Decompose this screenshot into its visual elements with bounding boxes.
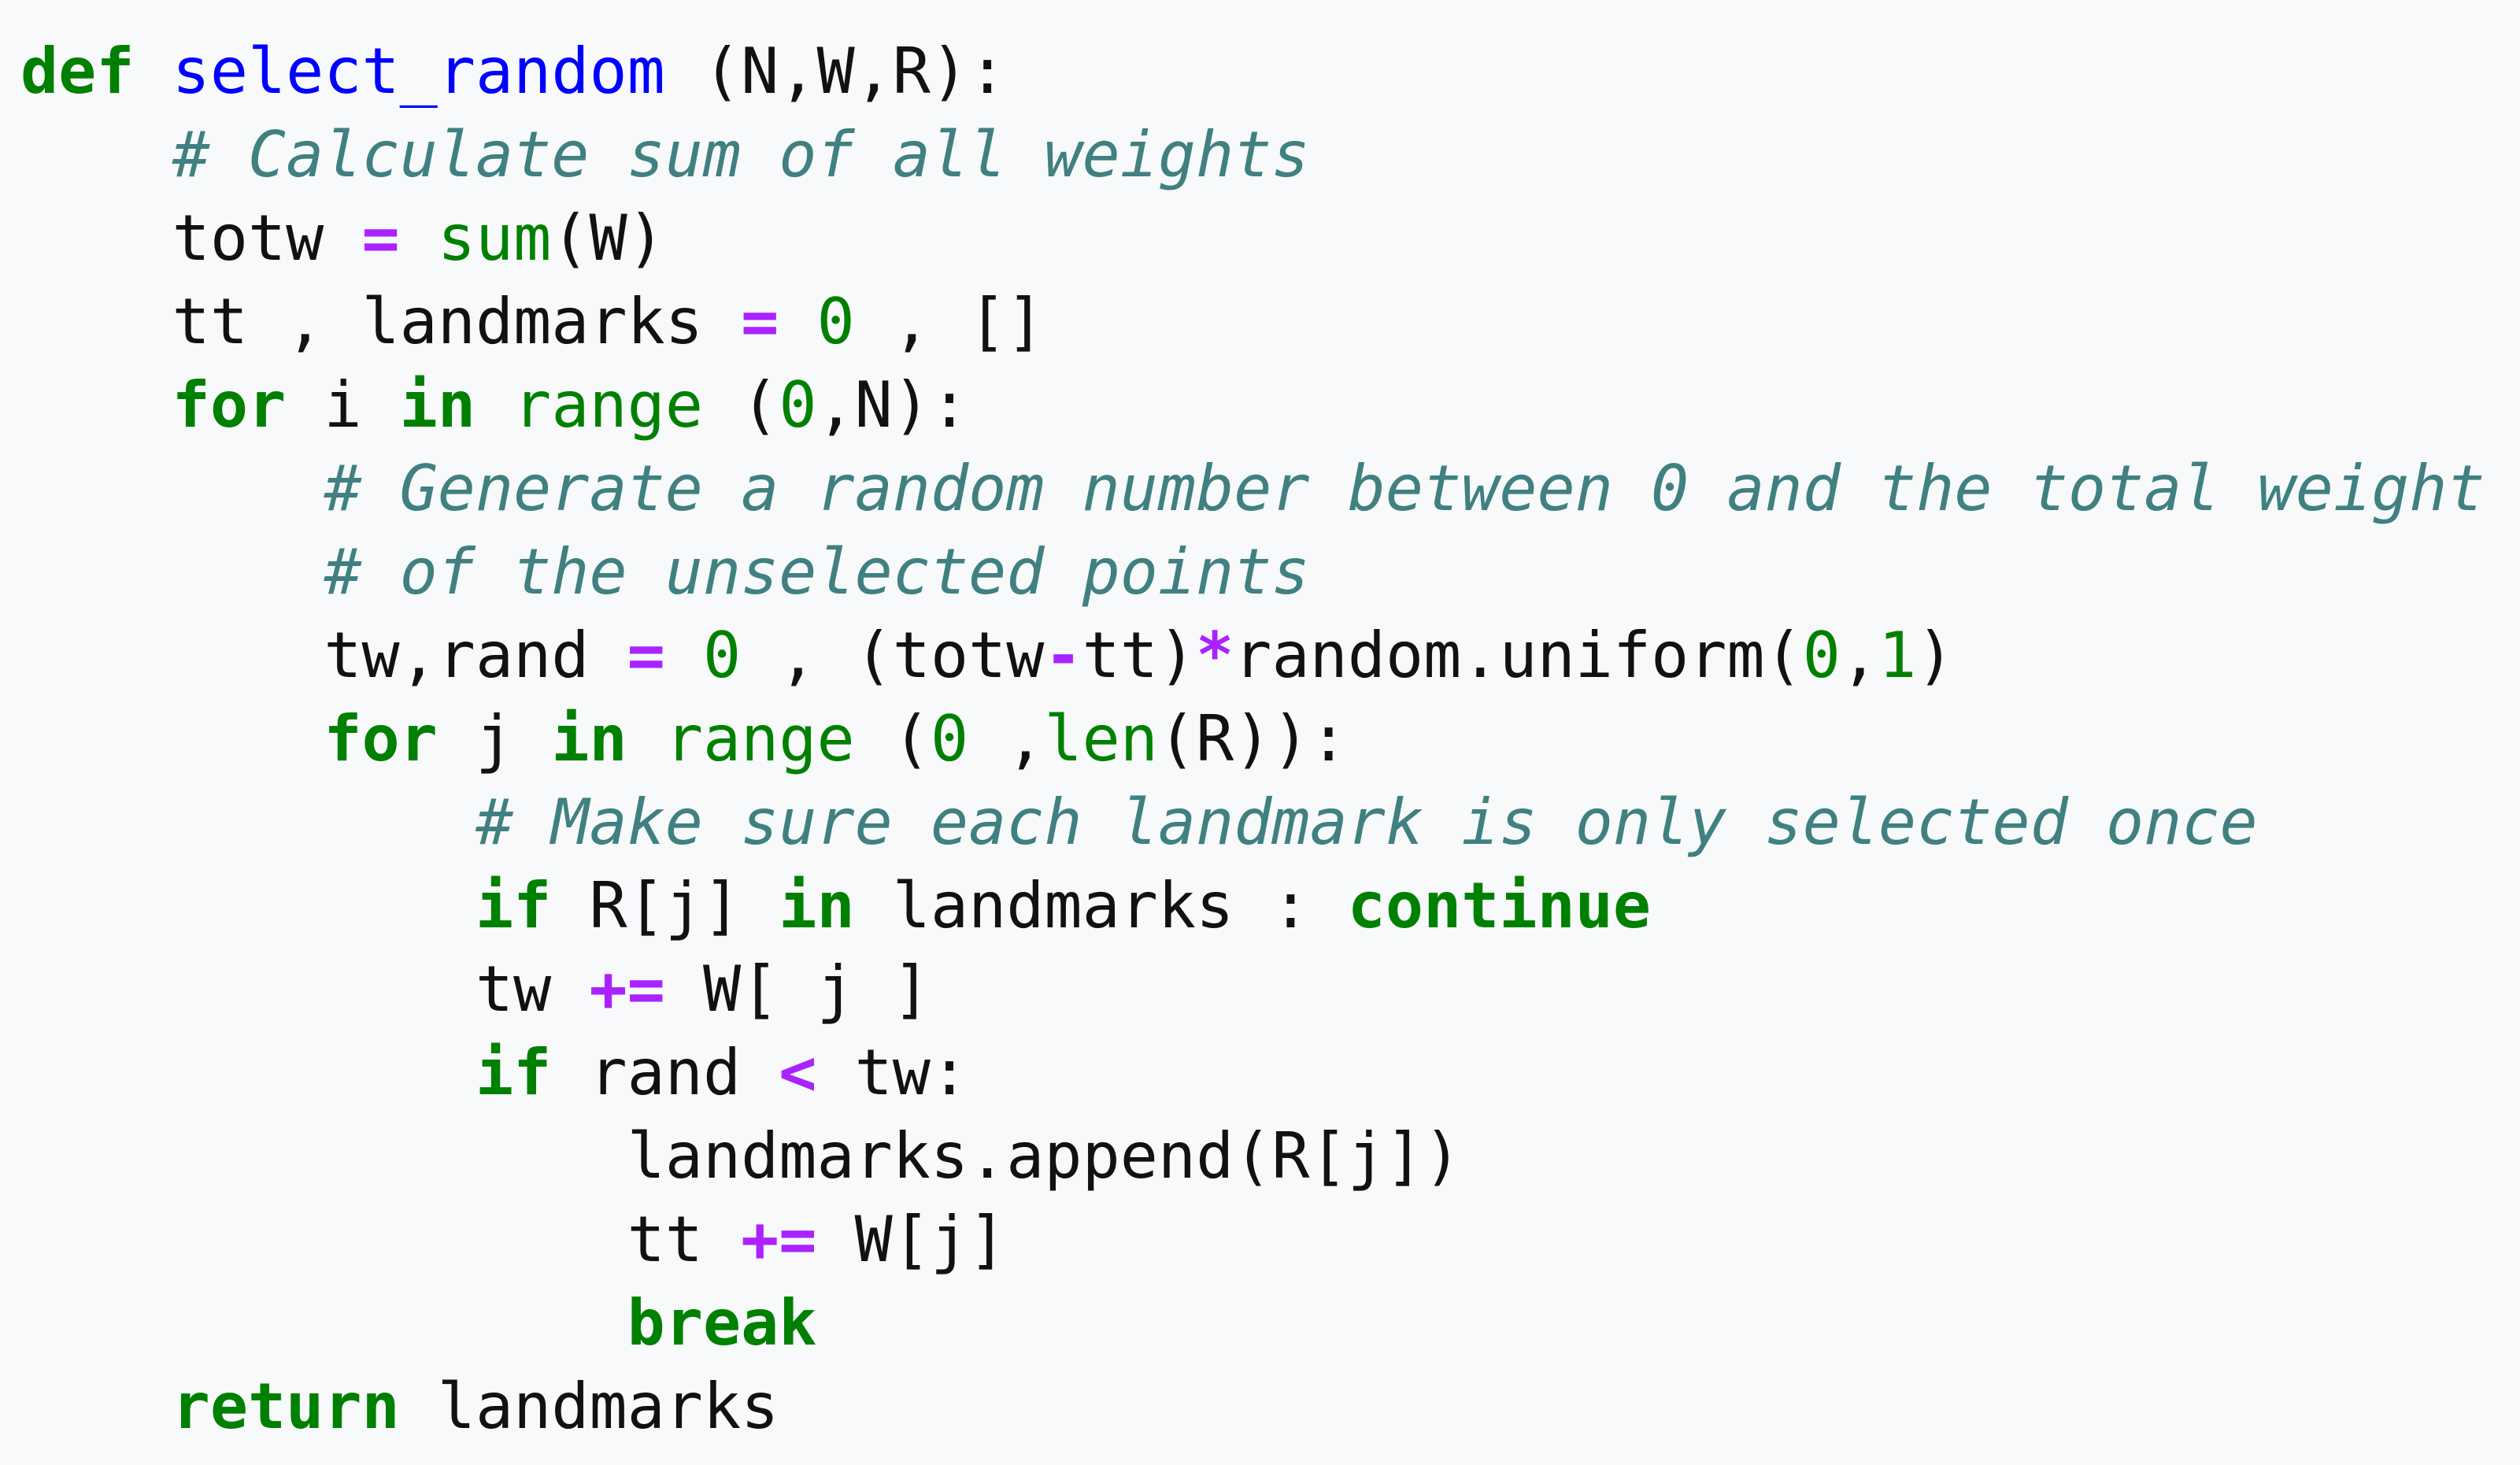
code-token-op: * xyxy=(1196,619,1234,692)
code-token-pl xyxy=(627,702,665,775)
code-token-op: = xyxy=(627,619,665,692)
code-token-op: - xyxy=(1044,619,1082,692)
code-token-cm: # of the unselected points xyxy=(324,535,1310,609)
code-token-pl: totw xyxy=(20,202,362,275)
code-token-kw: in xyxy=(779,869,855,942)
code-token-pl xyxy=(20,786,476,859)
code-token-pl: (R)): xyxy=(1157,702,1348,775)
code-token-pl: , xyxy=(968,702,1045,775)
code-token-op: += xyxy=(589,953,665,1026)
code-token-pl xyxy=(20,702,324,775)
code-token-fn: select_random xyxy=(172,35,665,108)
code-token-op: < xyxy=(779,1036,817,1109)
code-token-pl: , xyxy=(1840,619,1879,692)
code-token-pl xyxy=(20,1036,476,1109)
code-token-pl: W[ j ] xyxy=(664,953,931,1026)
code-token-pl: ) xyxy=(1916,619,1955,692)
code-token-num: 1 xyxy=(1878,619,1917,692)
code-token-pl: ,N): xyxy=(816,368,969,442)
code-token-pl: i xyxy=(286,368,400,442)
code-line: tt , landmarks = 0 , [] xyxy=(20,280,2520,364)
code-token-pl: landmarks xyxy=(399,1370,779,1443)
code-token-op: = xyxy=(361,202,400,275)
code-token-pl: rand xyxy=(551,1036,779,1109)
code-token-num: 0 xyxy=(816,285,855,358)
code-token-pl: random.uniform( xyxy=(1234,619,1803,692)
code-line: for i in range (0,N): xyxy=(20,364,2520,447)
code-token-pl: tt) xyxy=(1082,619,1197,692)
code-token-pl: W[j] xyxy=(816,1203,1007,1276)
code-token-bi: len xyxy=(1044,702,1158,775)
code-line: landmarks.append(R[j]) xyxy=(20,1115,2520,1198)
code-token-pl xyxy=(20,118,172,191)
code-line: totw = sum(W) xyxy=(20,197,2520,280)
code-token-pl xyxy=(779,285,816,358)
code-line: tw,rand = 0 , (totw-tt)*random.uniform(0… xyxy=(20,614,2520,697)
code-token-num: 0 xyxy=(930,702,969,775)
code-token-kw: in xyxy=(551,702,627,775)
code-line: # Make sure each landmark is only select… xyxy=(20,781,2520,864)
code-token-pl xyxy=(20,368,172,442)
code-line: tw += W[ j ] xyxy=(20,948,2520,1031)
code-token-kw: if xyxy=(475,1036,552,1109)
code-token-num: 0 xyxy=(702,619,742,692)
code-token-kw: for xyxy=(324,702,438,775)
code-token-pl: (W) xyxy=(551,202,665,275)
code-token-pl: ( xyxy=(702,368,779,442)
code-token-pl xyxy=(135,35,172,108)
code-line: tt += W[j] xyxy=(20,1198,2520,1282)
code-token-pl: j xyxy=(437,702,552,775)
code-token-pl: landmarks : xyxy=(854,869,1348,942)
code-token-pl xyxy=(20,452,324,525)
code-token-pl xyxy=(476,368,513,442)
code-line: def select_random (N,W,R): xyxy=(20,30,2520,113)
code-token-kw: if xyxy=(475,869,552,942)
code-token-kw: break xyxy=(627,1286,817,1360)
code-token-op: += xyxy=(741,1203,817,1276)
code-line: if R[j] in landmarks : continue xyxy=(20,864,2520,948)
code-token-pl: (N,W,R): xyxy=(664,35,1007,108)
code-token-cm: # Make sure each landmark is only select… xyxy=(475,786,2258,859)
code-line: # Generate a random number between 0 and… xyxy=(20,447,2520,531)
code-token-cm: # Generate a random number between 0 and… xyxy=(324,452,2485,525)
code-token-pl xyxy=(20,1286,627,1360)
code-token-num: 0 xyxy=(1802,619,1841,692)
code-token-pl: tw,rand xyxy=(20,619,627,692)
code-token-kw: def xyxy=(20,35,135,108)
code-token-kw: for xyxy=(172,368,287,442)
code-token-pl: , (totw xyxy=(741,619,1045,692)
code-token-pl: ( xyxy=(854,702,931,775)
code-token-pl xyxy=(400,202,438,275)
code-token-pl xyxy=(20,869,476,942)
code-token-bi: range xyxy=(513,368,703,442)
code-line: return landmarks xyxy=(20,1365,2520,1448)
code-token-cm: # Calculate sum of all weights xyxy=(172,118,1310,191)
code-token-kw: continue xyxy=(1347,869,1652,942)
code-token-bi: range xyxy=(664,702,855,775)
code-token-pl xyxy=(20,535,324,609)
code-line: # Calculate sum of all weights xyxy=(20,113,2520,197)
code-line: for j in range (0 ,len(R)): xyxy=(20,697,2520,781)
code-token-pl: , [] xyxy=(854,285,1045,358)
code-line: # of the unselected points xyxy=(20,531,2520,614)
code-token-pl xyxy=(665,619,703,692)
code-token-pl xyxy=(20,1370,172,1443)
code-token-pl: tt , landmarks xyxy=(20,285,742,358)
code-token-pl: tw xyxy=(20,953,590,1026)
code-token-kw: return xyxy=(172,1370,400,1443)
code-token-num: 0 xyxy=(779,368,817,442)
code-token-op: = xyxy=(741,285,779,358)
code-token-bi: sum xyxy=(437,202,552,275)
code-token-pl: R[j] xyxy=(551,869,779,942)
code-token-pl: landmarks.append(R[j]) xyxy=(20,1119,1462,1193)
code-token-pl: tw: xyxy=(816,1036,969,1109)
code-token-kw: in xyxy=(399,368,476,442)
code-line: break xyxy=(20,1282,2520,1365)
code-token-pl: tt xyxy=(20,1203,742,1276)
code-line: if rand < tw: xyxy=(20,1031,2520,1115)
